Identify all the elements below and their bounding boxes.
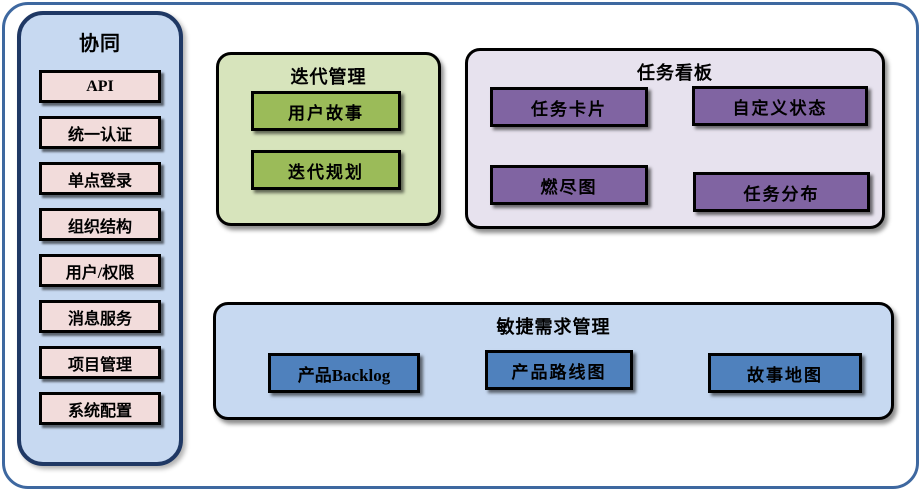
group-iteration-title: 迭代管理: [290, 67, 367, 87]
sidebar-item-unified-auth: 统一认证: [39, 116, 161, 149]
group-iteration-management: 迭代管理 用户故事 迭代规划: [216, 52, 441, 226]
sidebar-item-project-management: 项目管理: [39, 346, 161, 379]
sidebar-item-org-structure: 组织结构: [39, 208, 161, 241]
sidebar-item-api: API: [39, 70, 161, 103]
item-task-card: 任务卡片: [490, 87, 648, 127]
item-user-story: 用户故事: [251, 91, 401, 131]
item-task-distribution: 任务分布: [693, 172, 870, 212]
item-burndown-chart: 燃尽图: [490, 165, 648, 205]
sidebar-item-sso: 单点登录: [39, 162, 161, 195]
item-iteration-planning: 迭代规划: [251, 150, 401, 190]
sidebar-title: 协同: [79, 33, 121, 55]
group-task-board: 任务看板 任务卡片 自定义状态 燃尽图 任务分布: [465, 48, 885, 229]
sidebar-item-list: API 统一认证 单点登录 组织结构 用户/权限 消息服务 项目管理 系统配置: [21, 70, 179, 425]
sidebar-panel-collaboration: 协同 API 统一认证 单点登录 组织结构 用户/权限 消息服务 项目管理 系统…: [17, 11, 183, 466]
group-agile-requirements: 敏捷需求管理 产品Backlog 产品路线图 故事地图: [213, 302, 894, 420]
sidebar-item-system-config: 系统配置: [39, 392, 161, 425]
item-product-backlog: 产品Backlog: [268, 353, 420, 393]
group-agile-title: 敏捷需求管理: [496, 317, 611, 337]
item-story-map: 故事地图: [708, 353, 862, 393]
item-product-roadmap: 产品路线图: [485, 350, 633, 390]
item-custom-status: 自定义状态: [692, 86, 868, 126]
group-kanban-title: 任务看板: [637, 63, 713, 83]
sidebar-item-user-permission: 用户/权限: [39, 254, 161, 287]
sidebar-item-message-service: 消息服务: [39, 300, 161, 333]
